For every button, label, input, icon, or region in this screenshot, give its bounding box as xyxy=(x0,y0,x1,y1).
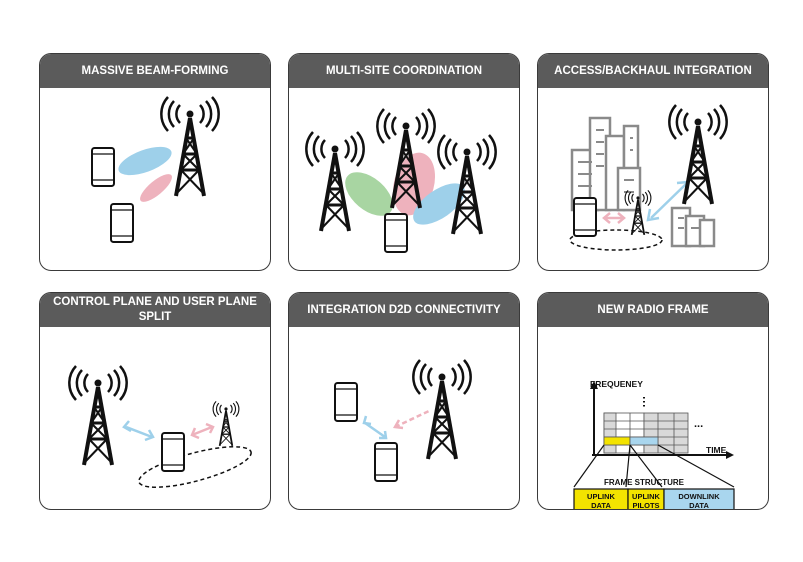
small-cell-tower-icon xyxy=(624,189,652,236)
phone-icon xyxy=(374,442,398,482)
uplink-data-block: UPLINK DATA xyxy=(573,488,629,510)
cell-tower-icon xyxy=(305,131,365,232)
d2d-link-arrow xyxy=(362,415,388,440)
cell-tower-icon xyxy=(376,108,436,209)
phone-icon xyxy=(91,147,115,187)
uplink-pilots-block: UPLINK PILOTS xyxy=(627,488,665,510)
card-body xyxy=(538,88,768,270)
card-massive-beam-forming: MASSIVE BEAM-FORMING xyxy=(39,53,271,271)
card-d2d-connectivity: INTEGRATION D2D CONNECTIVITY xyxy=(288,292,520,510)
card-body xyxy=(289,88,519,270)
beam-blue xyxy=(118,146,172,176)
frame-projection-lines xyxy=(573,444,735,488)
card-new-radio-frame: NEW RADIO FRAME FREQUENEY TIME ... xyxy=(537,292,769,510)
coverage-ellipse xyxy=(569,229,663,251)
cell-tower-icon xyxy=(668,104,728,205)
downlink-data-line1: DOWNLINK xyxy=(678,492,720,501)
time-label: TIME xyxy=(706,445,727,455)
city-buildings-icon xyxy=(570,116,642,212)
frequency-label: FREQUENEY xyxy=(590,379,643,389)
frame-grid xyxy=(603,412,689,454)
card-body xyxy=(289,327,519,509)
card-control-user-plane-split: CONTROL PLANE AND USER PLANE SPLIT xyxy=(39,292,271,510)
cell-tower-icon xyxy=(412,359,472,460)
phone-icon xyxy=(110,203,134,243)
uplink-data-line1: UPLINK xyxy=(587,492,616,501)
phone-icon xyxy=(384,213,408,253)
card-body: FREQUENEY TIME ... xyxy=(538,327,768,509)
card-title: INTEGRATION D2D CONNECTIVITY xyxy=(289,293,519,327)
card-title: ACCESS/BACKHAUL INTEGRATION xyxy=(538,54,768,88)
small-buildings-icon xyxy=(670,206,716,248)
card-body xyxy=(40,327,270,509)
small-cell-tower-icon xyxy=(212,400,240,447)
beam-blue xyxy=(413,183,465,225)
beam-pink xyxy=(140,174,172,202)
frame-ellipsis: ... xyxy=(694,418,703,430)
downlink-data-line2: DATA xyxy=(689,501,709,510)
card-body xyxy=(40,88,270,270)
card-title: NEW RADIO FRAME xyxy=(538,293,768,327)
phone-icon xyxy=(161,432,185,472)
uplink-data-line2: DATA xyxy=(591,501,611,510)
card-access-backhaul-integration: ACCESS/BACKHAUL INTEGRATION xyxy=(537,53,769,271)
card-title: CONTROL PLANE AND USER PLANE SPLIT xyxy=(40,293,270,327)
downlink-data-block: DOWNLINK DATA xyxy=(663,488,735,510)
card-title: MULTI-SITE COORDINATION xyxy=(289,54,519,88)
card-title: MASSIVE BEAM-FORMING xyxy=(40,54,270,88)
time-axis xyxy=(592,451,734,459)
frame-structure-label: FRAME STRUCTURE xyxy=(604,478,685,487)
control-plane-arrow xyxy=(122,420,155,442)
user-plane-arrow xyxy=(190,422,215,440)
coverage-ellipse xyxy=(138,446,252,488)
uplink-pilots-line1: UPLINK xyxy=(632,492,661,501)
cell-tower-icon xyxy=(68,365,128,466)
phone-icon xyxy=(334,382,358,422)
cell-tower-icon xyxy=(160,96,220,197)
cell-tower-icon xyxy=(437,134,497,235)
beam-green xyxy=(345,172,393,216)
frequency-axis xyxy=(590,381,598,455)
card-multi-site-coordination: MULTI-SITE COORDINATION xyxy=(288,53,520,271)
tower-link-arrow xyxy=(392,409,430,430)
access-link-arrow xyxy=(602,212,626,224)
uplink-pilots-line2: PILOTS xyxy=(632,501,659,510)
phone-icon xyxy=(573,197,597,237)
